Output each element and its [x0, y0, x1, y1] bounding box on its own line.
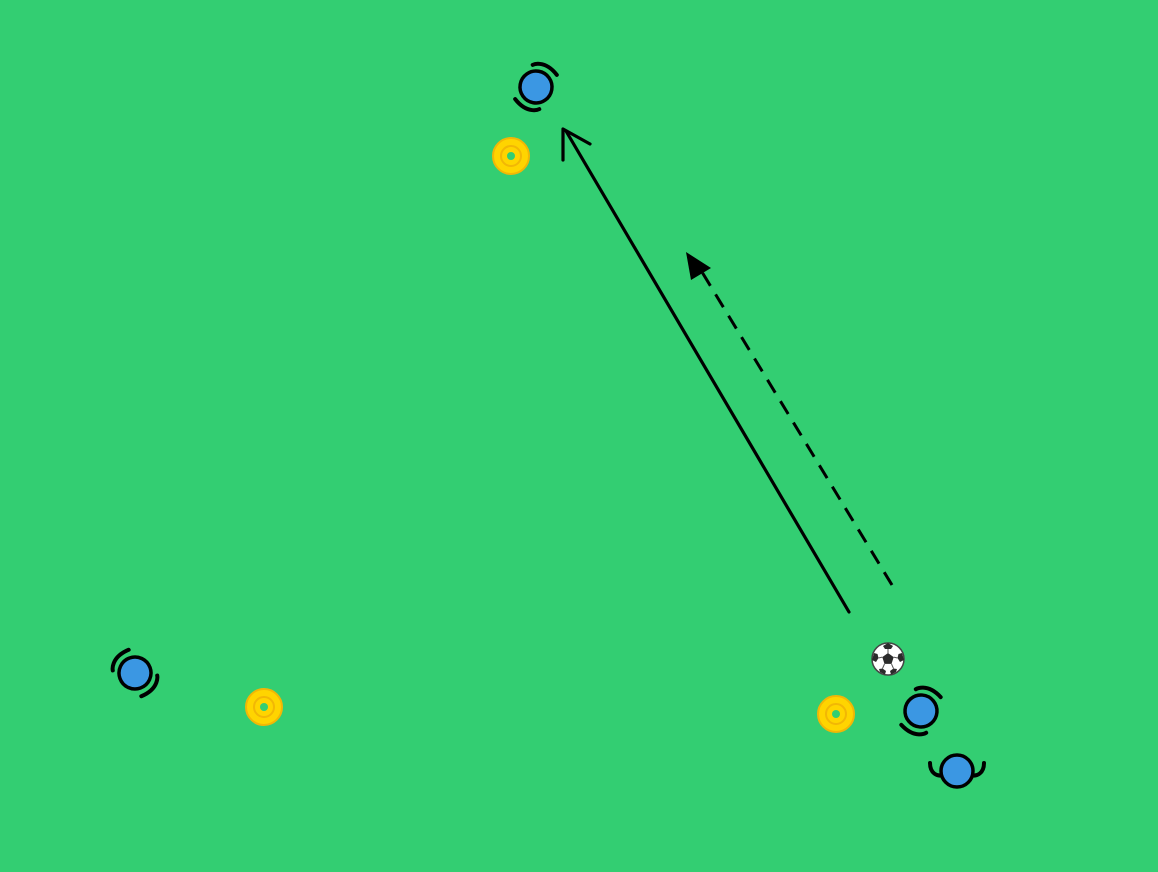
player-top-receiver	[513, 61, 559, 113]
player-right-back	[928, 753, 986, 789]
player-left-wide	[110, 647, 160, 699]
cone-left	[245, 688, 283, 726]
run-arrow	[686, 252, 894, 586]
cone-top	[492, 137, 530, 175]
pass-arrow	[561, 127, 851, 614]
cone-right	[817, 695, 855, 733]
soccer-ball-icon	[871, 642, 905, 676]
player-right-front	[899, 685, 943, 737]
